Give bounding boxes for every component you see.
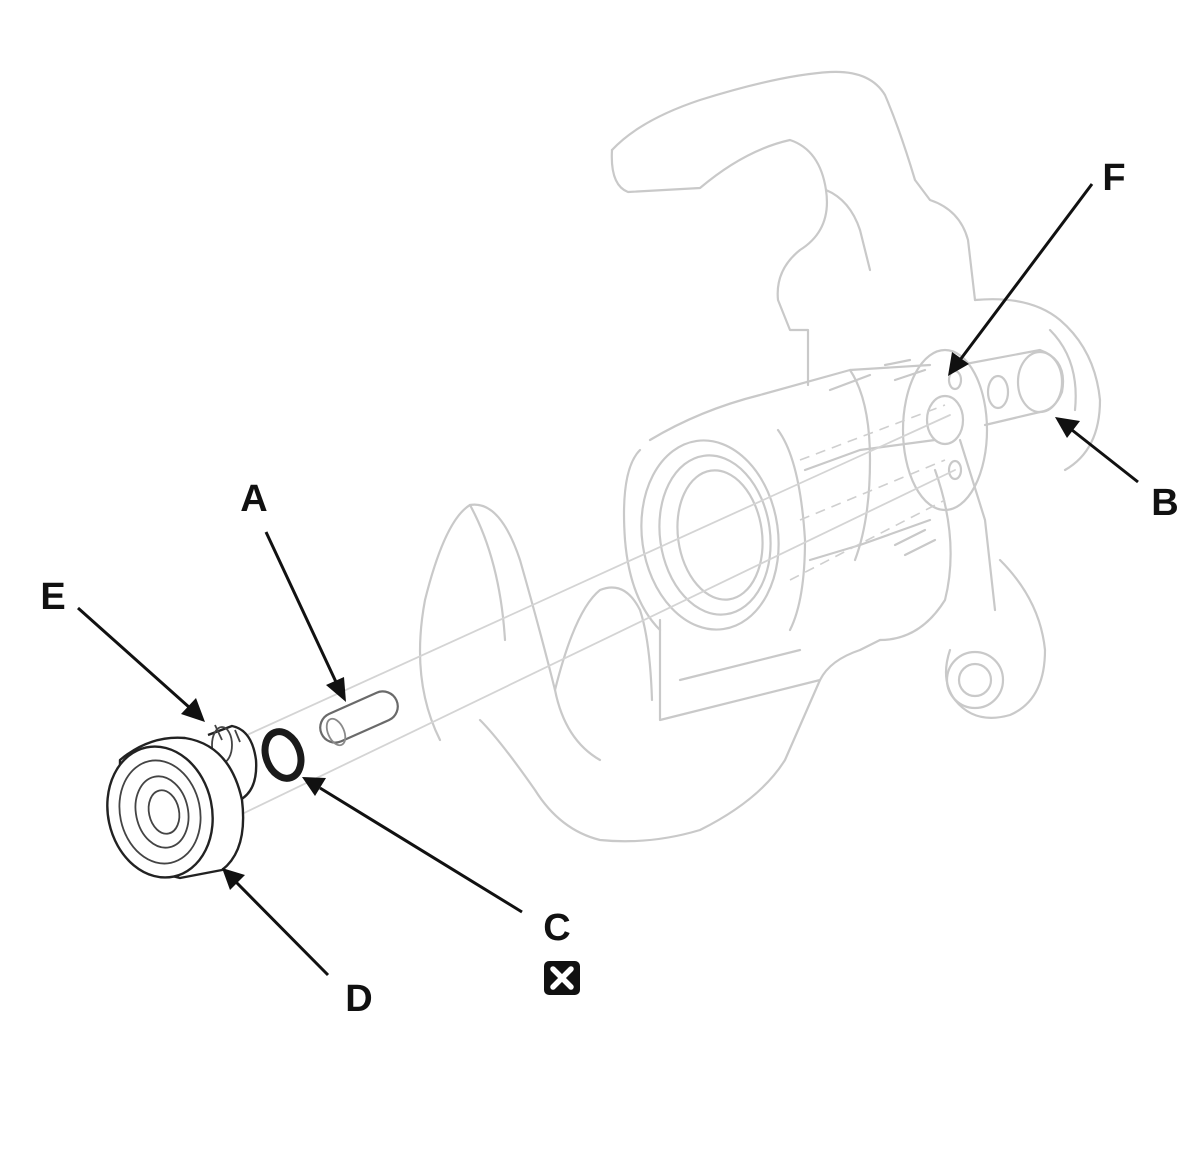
- callout-c: C: [543, 907, 570, 949]
- caliper-body-outline: [418, 70, 1102, 843]
- do-not-reuse-x-icon: [544, 961, 580, 995]
- part-d-cap: [106, 736, 245, 880]
- part-c-o-ring: [261, 728, 305, 782]
- callout-a: A: [240, 478, 267, 520]
- assembly-centerlines: [224, 404, 956, 816]
- leader-lines: [77, 183, 1139, 977]
- callout-e: E: [40, 576, 65, 618]
- part-a-pin: [319, 690, 399, 747]
- callout-b: B: [1151, 482, 1178, 524]
- callout-f: F: [1102, 157, 1125, 199]
- callout-d: D: [345, 978, 372, 1020]
